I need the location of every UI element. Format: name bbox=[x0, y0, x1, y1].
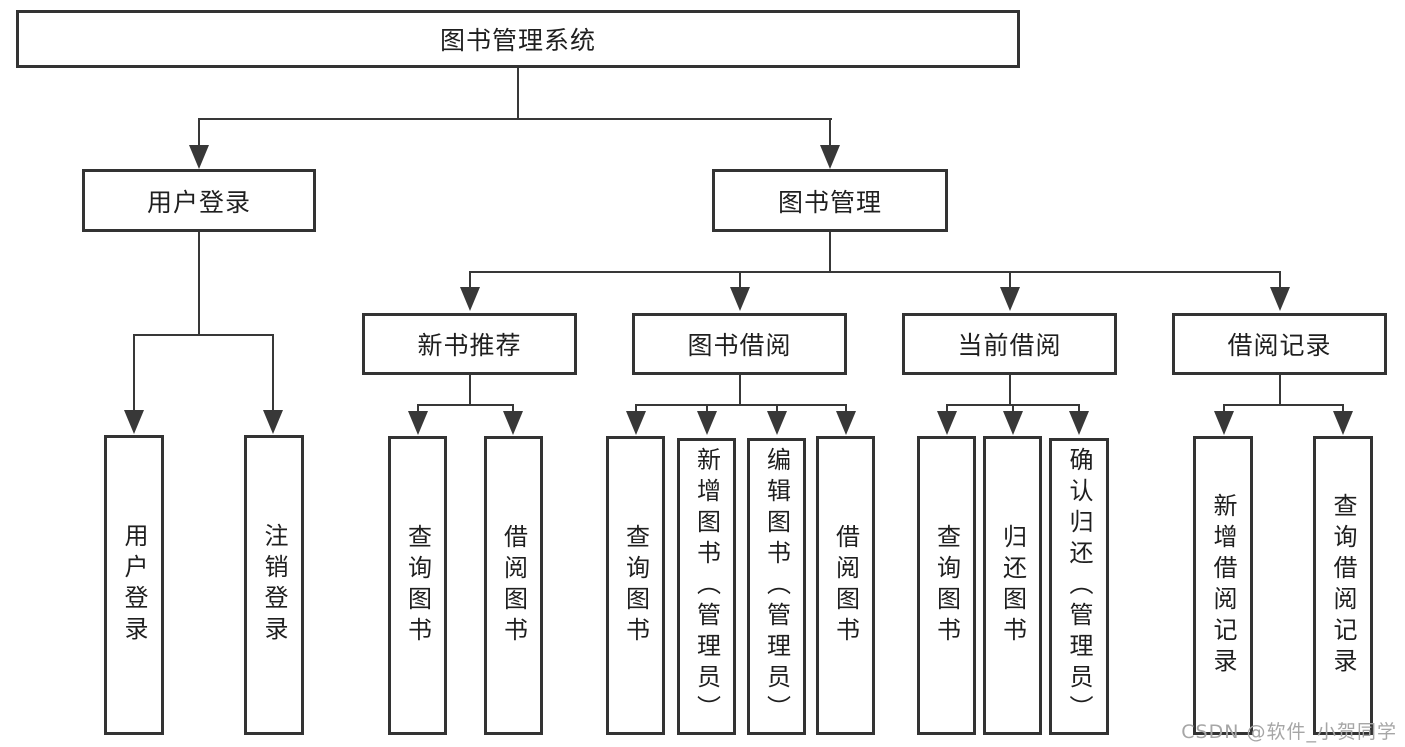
node-book-borrow-label: 图书借阅 bbox=[687, 331, 792, 360]
arrowhead-cb-query bbox=[937, 411, 957, 435]
csdn-watermark: CSDN @软件_小贺同学 bbox=[1181, 721, 1397, 743]
node-cb-return-books-label: 归还图书 bbox=[998, 523, 1027, 648]
connector-stub-cb-query bbox=[946, 404, 948, 412]
arrowhead-bb-borrow bbox=[836, 411, 856, 435]
arrowhead-cb-confirm bbox=[1069, 411, 1089, 435]
node-user-login-leaf-label: 用户登录 bbox=[120, 523, 148, 647]
arrowhead-login-leaf bbox=[124, 410, 144, 434]
connector-stub-current-borrow bbox=[1009, 271, 1011, 287]
node-cb-query-books-label: 查询图书 bbox=[932, 523, 961, 648]
connector-book-mgmt-spread bbox=[469, 271, 1281, 273]
node-logout-leaf-label: 注销登录 bbox=[260, 523, 288, 647]
arrowhead-br-add bbox=[1214, 411, 1234, 435]
connector-current-borrow-drop bbox=[1009, 375, 1011, 406]
node-book-management: 图书管理 bbox=[712, 169, 948, 232]
node-new-book-recommend: 新书推荐 bbox=[362, 313, 577, 375]
node-library-system: 图书管理系统 bbox=[16, 10, 1020, 68]
connector-stub-borrow-records bbox=[1279, 271, 1281, 287]
node-br-add-record-label: 新增借阅记录 bbox=[1209, 492, 1237, 679]
connector-stub-book-mgmt bbox=[829, 118, 831, 146]
node-nb-borrow-books-label: 借阅图书 bbox=[499, 523, 528, 648]
node-borrow-records: 借阅记录 bbox=[1172, 313, 1387, 375]
node-borrow-records-label: 借阅记录 bbox=[1227, 331, 1332, 360]
node-logout-leaf: 注销登录 bbox=[244, 435, 304, 735]
node-bb-query-books-label: 查询图书 bbox=[621, 523, 650, 648]
node-book-borrow: 图书借阅 bbox=[632, 313, 847, 375]
arrowhead-logout-leaf bbox=[263, 410, 283, 434]
arrowhead-bb-add bbox=[697, 411, 717, 435]
connector-stub-bb-add bbox=[706, 404, 708, 412]
node-library-system-label: 图书管理系统 bbox=[439, 26, 596, 55]
node-br-add-record: 新增借阅记录 bbox=[1193, 436, 1253, 735]
connector-borrow-records-spread bbox=[1223, 404, 1344, 406]
node-bb-add-book-admin: 新增图书（管理员） bbox=[677, 438, 736, 735]
arrowhead-cb-return bbox=[1003, 411, 1023, 435]
connector-new-book-spread bbox=[417, 404, 514, 406]
connector-stub-login-leaf bbox=[133, 334, 135, 410]
connector-book-mgmt-drop bbox=[829, 232, 831, 273]
node-cb-return-books: 归还图书 bbox=[983, 436, 1042, 735]
arrowhead-user-login bbox=[189, 145, 209, 169]
node-br-query-record-label: 查询借阅记录 bbox=[1329, 492, 1357, 679]
node-nb-query-books: 查询图书 bbox=[388, 436, 447, 735]
connector-borrow-records-drop bbox=[1279, 375, 1281, 406]
node-bb-add-book-admin-label: 新增图书（管理员） bbox=[692, 447, 721, 726]
node-bb-borrow-books-label: 借阅图书 bbox=[831, 523, 860, 648]
arrowhead-bb-edit bbox=[767, 411, 787, 435]
node-current-borrow: 当前借阅 bbox=[902, 313, 1117, 375]
arrowhead-borrow-records bbox=[1270, 287, 1290, 311]
node-book-management-label: 图书管理 bbox=[777, 187, 882, 217]
node-bb-query-books: 查询图书 bbox=[606, 436, 665, 735]
arrowhead-new-book bbox=[460, 287, 480, 311]
arrowhead-nb-query bbox=[408, 411, 428, 435]
node-cb-confirm-return-admin-label: 确认归还（管理员） bbox=[1065, 447, 1093, 726]
node-bb-edit-book-admin: 编辑图书（管理员） bbox=[747, 438, 806, 735]
node-user-login: 用户登录 bbox=[82, 169, 316, 232]
connector-stub-user-login bbox=[198, 118, 200, 146]
connector-stub-logout-leaf bbox=[272, 334, 274, 410]
connector-stub-br-query bbox=[1342, 404, 1344, 412]
arrowhead-book-mgmt bbox=[820, 145, 840, 169]
connector-new-book-drop bbox=[469, 375, 471, 406]
node-bb-edit-book-admin-label: 编辑图书（管理员） bbox=[762, 447, 791, 726]
connector-stub-br-add bbox=[1223, 404, 1225, 412]
connector-stub-book-borrow bbox=[739, 271, 741, 287]
arrowhead-nb-borrow bbox=[503, 411, 523, 435]
node-bb-borrow-books: 借阅图书 bbox=[816, 436, 875, 735]
connector-book-borrow-drop bbox=[739, 375, 741, 406]
connector-stub-bb-borrow bbox=[845, 404, 847, 412]
node-user-login-leaf: 用户登录 bbox=[104, 435, 164, 735]
node-user-login-label: 用户登录 bbox=[146, 187, 251, 217]
node-nb-borrow-books: 借阅图书 bbox=[484, 436, 543, 735]
connector-user-login-drop bbox=[198, 232, 200, 336]
arrowhead-br-query bbox=[1333, 411, 1353, 435]
connector-stub-nb-query bbox=[417, 404, 419, 412]
connector-stub-bb-query bbox=[635, 404, 637, 412]
arrowhead-bb-query bbox=[626, 411, 646, 435]
connector-stub-cb-confirm bbox=[1078, 404, 1080, 412]
connector-root-spread bbox=[198, 118, 832, 120]
connector-book-borrow-spread bbox=[635, 404, 846, 406]
node-br-query-record: 查询借阅记录 bbox=[1313, 436, 1373, 735]
connector-stub-bb-edit bbox=[776, 404, 778, 412]
arrowhead-book-borrow bbox=[730, 287, 750, 311]
connector-stub-new-book bbox=[469, 271, 471, 287]
arrowhead-current-borrow bbox=[1000, 287, 1020, 311]
node-nb-query-books-label: 查询图书 bbox=[403, 523, 432, 648]
node-cb-confirm-return-admin: 确认归还（管理员） bbox=[1049, 438, 1109, 735]
node-cb-query-books: 查询图书 bbox=[917, 436, 976, 735]
connector-root-drop bbox=[517, 68, 519, 119]
connector-user-login-spread bbox=[133, 334, 274, 336]
connector-stub-cb-return bbox=[1012, 404, 1014, 412]
connector-stub-nb-borrow bbox=[512, 404, 514, 412]
node-current-borrow-label: 当前借阅 bbox=[957, 331, 1062, 360]
node-new-book-recommend-label: 新书推荐 bbox=[417, 331, 522, 360]
